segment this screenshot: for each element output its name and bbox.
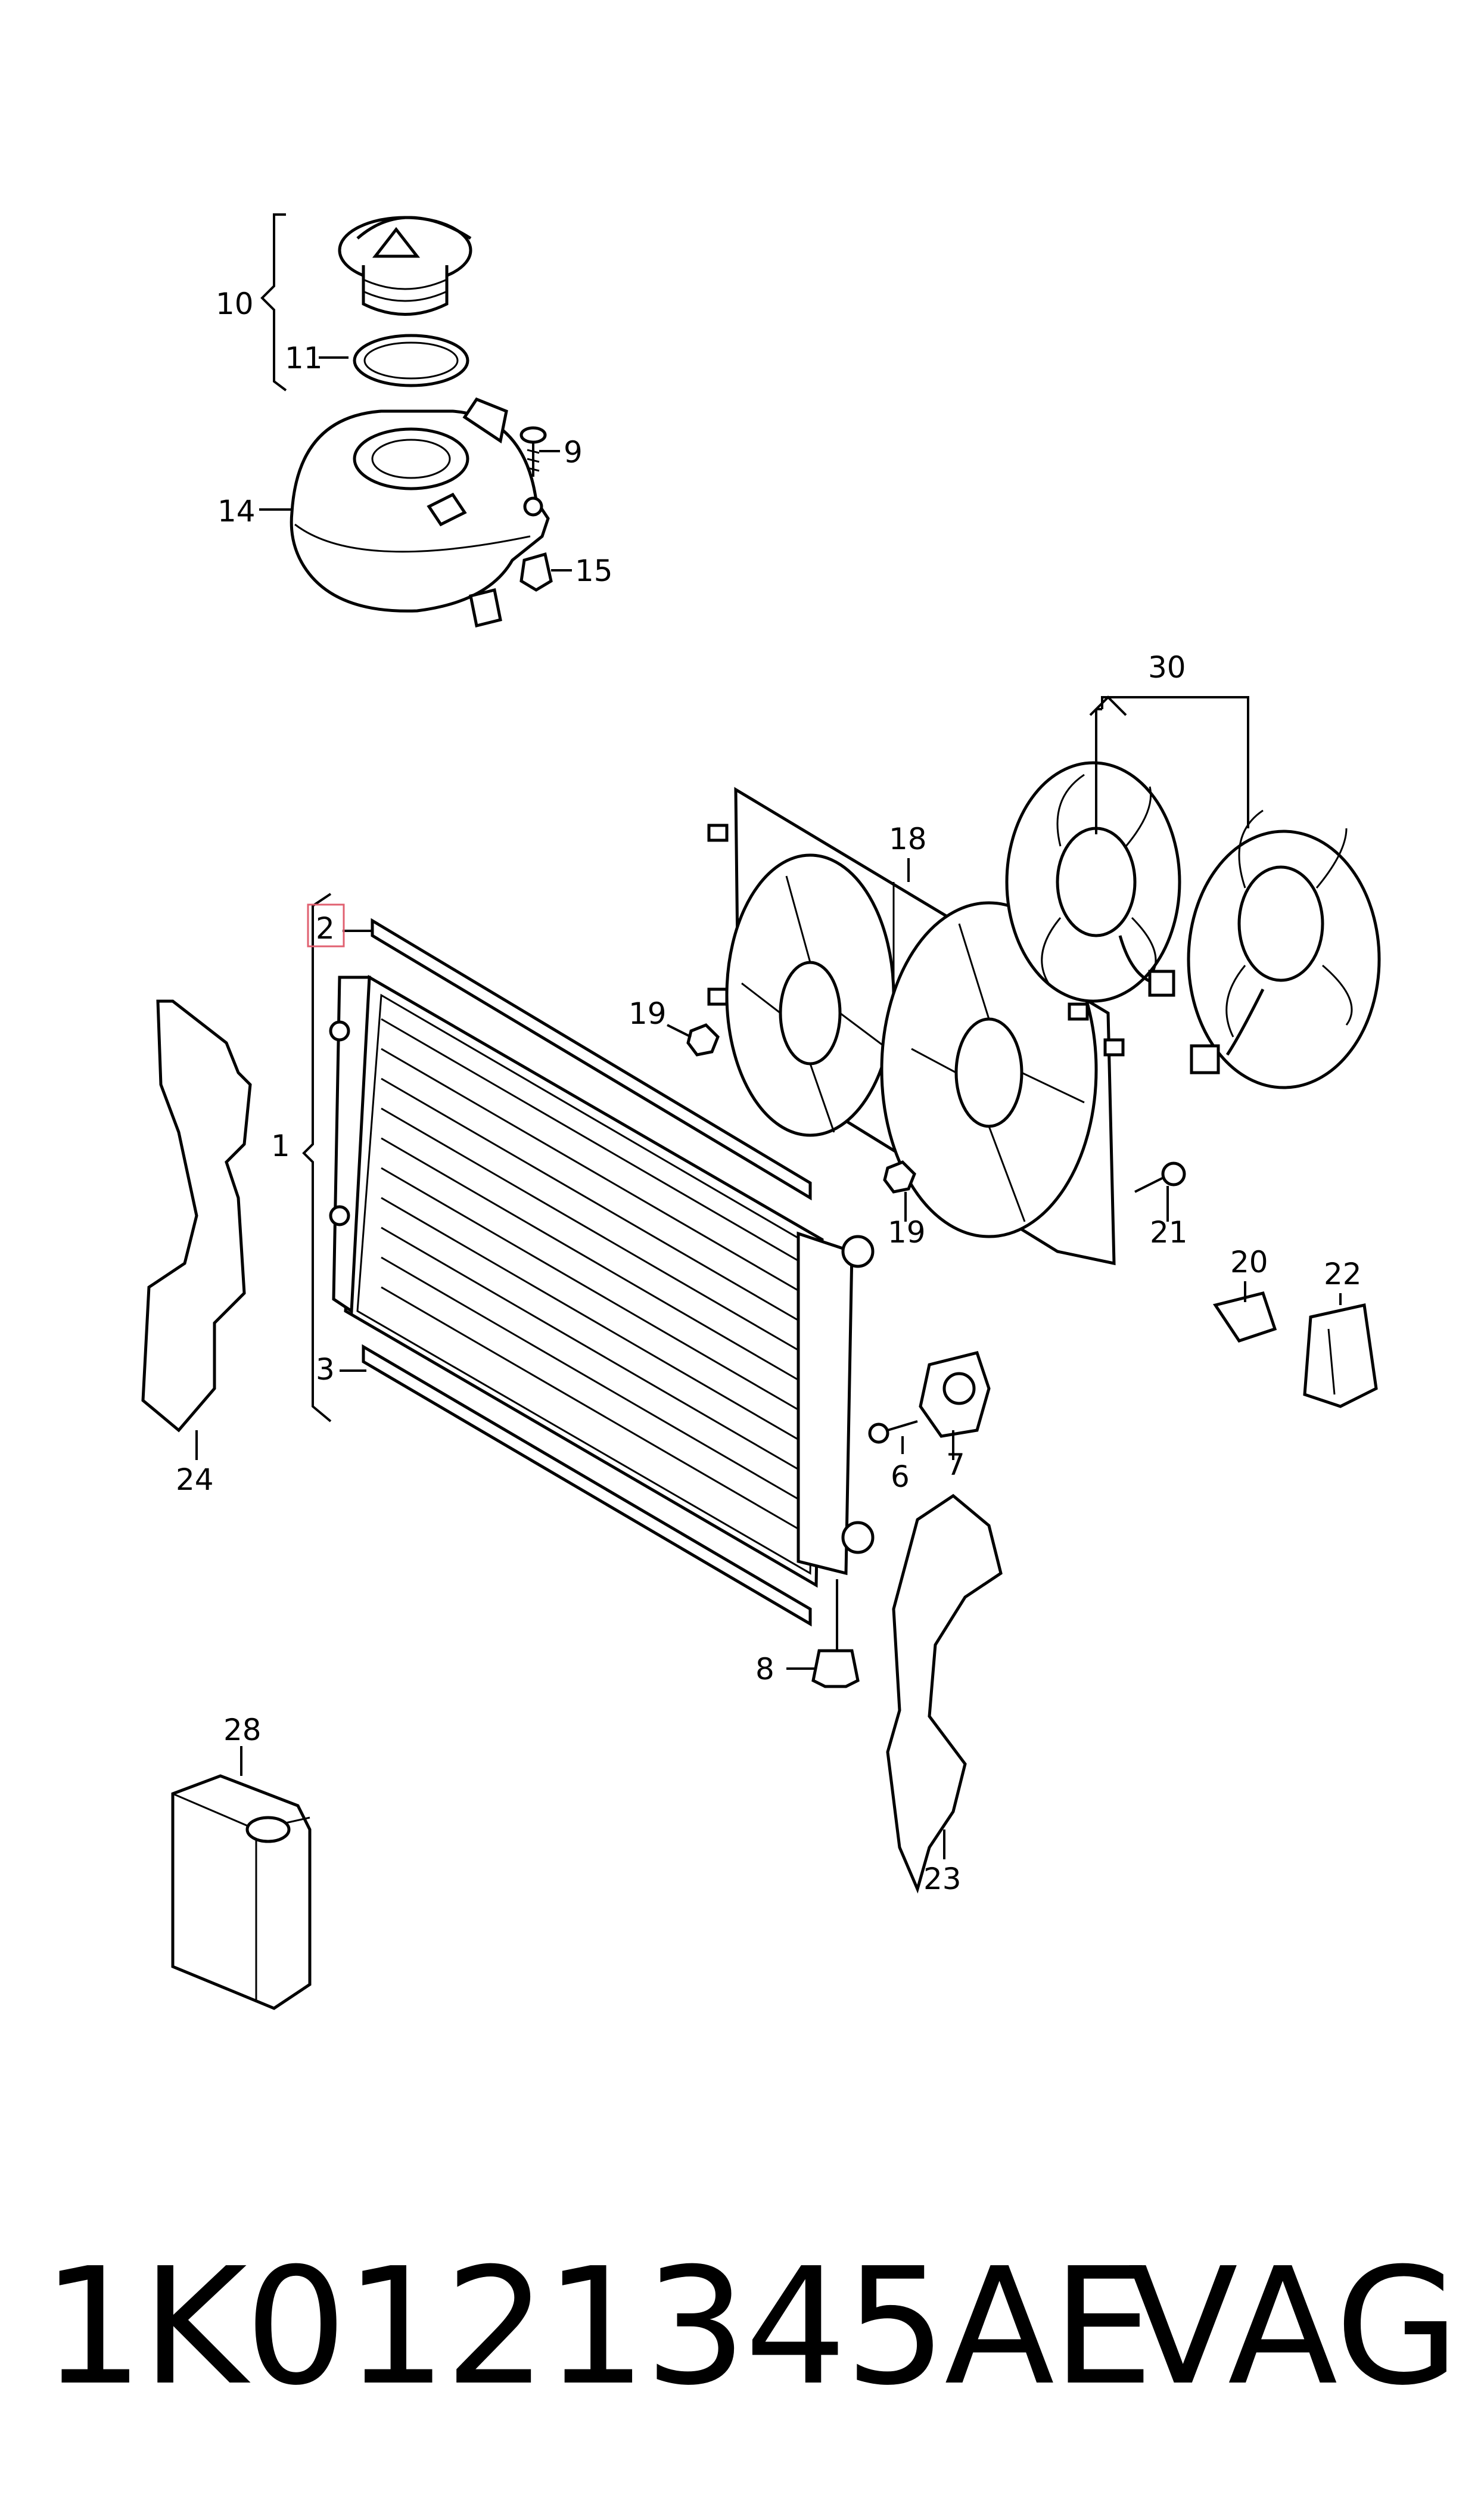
callout-22: 22 [1324,1257,1362,1291]
seal-ring [353,334,469,387]
bolt-21 [1134,1161,1186,1193]
leader-lines [195,213,1342,1859]
callout-7: 7 [946,1448,965,1482]
callout-21: 21 [1150,1215,1188,1250]
callout-30: 30 [1148,650,1186,685]
callout-18: 18 [889,822,927,856]
callout-11: 11 [285,341,323,375]
clip-15 [519,552,553,592]
callout-19-upper: 19 [629,996,667,1031]
callout-9: 9 [564,435,583,470]
expansion-tank-group [290,216,553,628]
fan-shroud [707,787,1125,1266]
callout-10: 10 [216,287,254,321]
callout-23: 23 [923,1862,962,1896]
bracket-7 [919,1351,991,1438]
callout-14: 14 [217,494,256,529]
callout-3: 3 [316,1352,335,1387]
callout-20: 20 [1230,1245,1268,1279]
callout-labels: 10 11 14 9 15 30 18 19 19 21 20 22 2 1 3… [176,287,1362,1896]
callout-28: 28 [223,1713,262,1747]
callout-15: 15 [575,554,613,588]
bolt-6 [868,1420,918,1444]
footer: 1K0121345AE VAG [42,2229,1460,2425]
callout-8: 8 [755,1652,774,1686]
nut-19-lower [883,1160,916,1194]
screw-9 [519,426,547,477]
part-number: 1K0121345AE [42,2233,1154,2421]
fan-motor-left [1005,761,1181,1003]
callout-24: 24 [176,1462,214,1497]
callout-19-lower: 19 [888,1215,926,1250]
parts-exploded-diagram: 10 11 14 9 15 30 18 19 19 21 20 22 2 1 3… [141,213,1381,2010]
air-guide-right [886,1493,1003,1894]
callout-6: 6 [891,1459,910,1494]
clip-20 [1212,1291,1277,1343]
holder-22 [1303,1303,1378,1408]
expansion-tank [290,397,550,628]
callout-1: 1 [271,1129,290,1163]
radiator [329,974,875,1588]
seal-strip-bottom [362,1344,812,1627]
nut-19-upper [686,1023,720,1057]
fan-motor-right [1187,809,1381,1089]
drain-plug-8 [811,1579,860,1688]
coolant-canister [171,1774,312,2010]
air-guide-left [141,999,252,1433]
callout-2: 2 [316,911,335,946]
brand-name: VAG [1128,2233,1460,2421]
tank-cap [338,216,472,316]
callout-2-highlight [307,903,345,948]
